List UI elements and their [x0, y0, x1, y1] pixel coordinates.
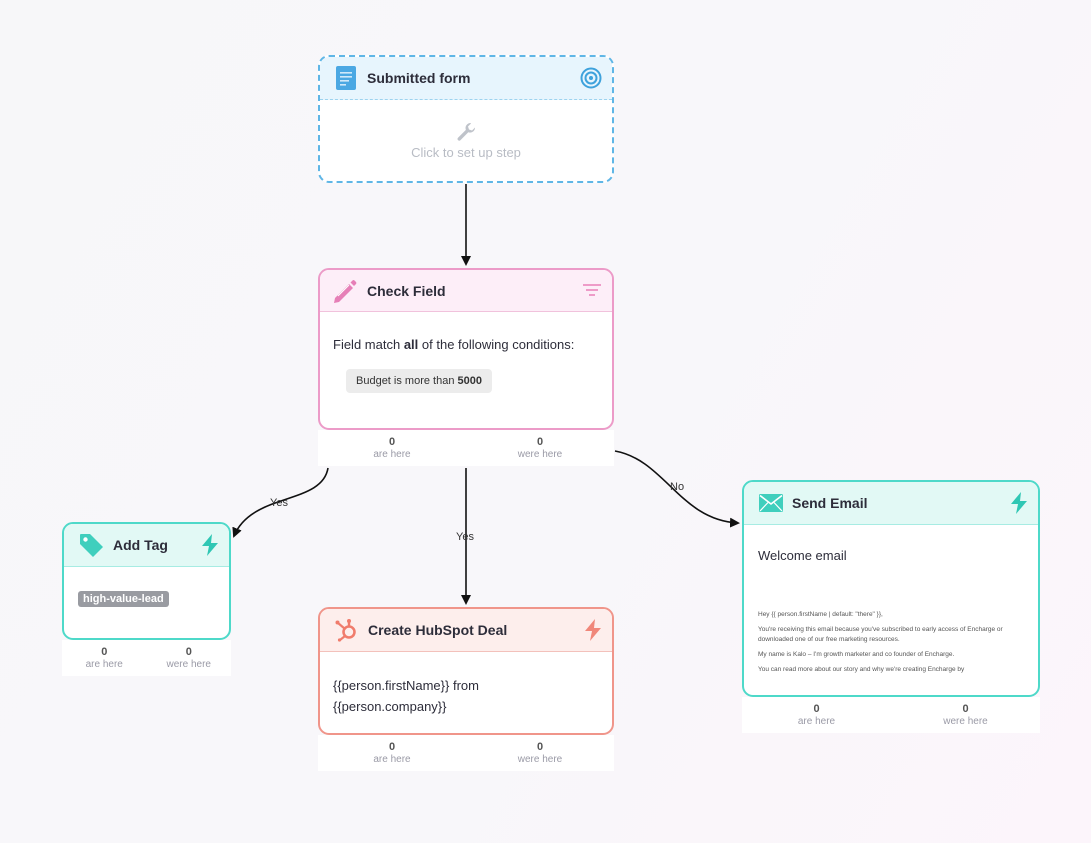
- stat-are-here: 0 are here: [62, 640, 147, 676]
- email-preview-line: You're receiving this email because you'…: [758, 626, 1003, 643]
- stat-were-here: 0 were here: [147, 640, 232, 676]
- node-title: Create HubSpot Deal: [368, 622, 508, 638]
- node-title: Send Email: [792, 495, 868, 511]
- tag-chip: high-value-lead: [78, 591, 169, 607]
- connector-check-to-email: [614, 450, 740, 528]
- check-field-stats: 0 are here 0 were here: [318, 430, 614, 466]
- node-title: Submitted form: [367, 70, 471, 86]
- hubspot-icon: [334, 618, 358, 642]
- envelope-icon: [758, 493, 784, 513]
- wrench-icon: [320, 121, 612, 143]
- add-tag-stats: 0 are here 0 were here: [62, 640, 231, 676]
- node-add-tag[interactable]: Add Tag high-value-lead: [62, 522, 231, 640]
- stat-label: were here: [166, 659, 211, 670]
- node-header: Add Tag: [64, 524, 229, 567]
- stat-count: 0: [388, 436, 396, 448]
- tag-icon: [78, 532, 104, 558]
- lightning-icon[interactable]: [1010, 492, 1028, 514]
- condition-text: Field match all of the following conditi…: [333, 337, 574, 352]
- email-preview-line: Hey {{ person.firstName | default: "ther…: [758, 611, 883, 618]
- stat-are-here: 0 are here: [742, 697, 891, 733]
- node-header: Check Field: [320, 270, 612, 312]
- node-header: Send Email: [744, 482, 1038, 525]
- stat-were-here: 0 were here: [891, 697, 1040, 733]
- rule-value: 5000: [457, 375, 482, 387]
- send-email-stats: 0 are here 0 were here: [742, 697, 1040, 733]
- email-subject: Welcome email: [758, 548, 847, 563]
- edge-label-yes-left: Yes: [270, 497, 288, 509]
- email-preview-line: You can read more about our story and wh…: [758, 666, 965, 673]
- lightning-icon[interactable]: [584, 619, 602, 641]
- target-icon[interactable]: [580, 67, 602, 89]
- email-preview: Hey {{ person.firstName | default: "ther…: [758, 610, 1026, 680]
- stat-count: 0: [185, 646, 192, 658]
- stat-count: 0: [962, 703, 969, 715]
- node-create-hubspot-deal[interactable]: Create HubSpot Deal {{person.firstName}}…: [318, 607, 614, 735]
- deal-line-1: {{person.firstName}} from: [333, 678, 479, 693]
- node-title: Add Tag: [113, 537, 168, 553]
- stat-count: 0: [813, 703, 820, 715]
- setup-step-text[interactable]: Click to set up step: [411, 145, 521, 160]
- stat-label: were here: [517, 449, 563, 460]
- pencil-icon: [332, 278, 358, 304]
- deal-name-template: {{person.firstName}} from {{person.compa…: [333, 675, 479, 717]
- stat-count: 0: [536, 741, 544, 753]
- condition-emphasis: all: [403, 337, 419, 352]
- stat-label: are here: [85, 659, 123, 670]
- node-check-field[interactable]: Check Field Field match all of the follo…: [318, 268, 614, 430]
- node-header: Submitted form: [320, 57, 612, 100]
- stat-label: are here: [373, 754, 411, 765]
- edge-label-yes-center: Yes: [456, 531, 474, 543]
- filter-icon[interactable]: [582, 282, 602, 300]
- lightning-icon[interactable]: [201, 534, 219, 556]
- node-send-email[interactable]: Send Email Welcome email Hey {{ person.f…: [742, 480, 1040, 697]
- stat-count: 0: [536, 436, 544, 448]
- condition-rule-chip: Budget is more than 5000: [346, 369, 492, 393]
- deal-line-2: {{person.company}}: [333, 699, 447, 714]
- stat-were-here: 0 were here: [466, 735, 614, 771]
- stat-label: were here: [943, 716, 988, 727]
- stat-label: were here: [517, 754, 563, 765]
- condition-suffix: of the following conditions:: [418, 337, 575, 352]
- stat-label: are here: [373, 449, 411, 460]
- hubspot-deal-stats: 0 are here 0 were here: [318, 735, 614, 771]
- edge-label-no: No: [670, 481, 685, 493]
- connector-check-to-tag: [232, 467, 329, 538]
- node-header: Create HubSpot Deal: [320, 609, 612, 652]
- stat-are-here: 0 are here: [318, 430, 466, 466]
- stat-are-here: 0 are here: [318, 735, 466, 771]
- node-title: Check Field: [367, 282, 446, 299]
- email-preview-line: My name is Kalo – I'm growth marketer an…: [758, 651, 955, 658]
- stat-count: 0: [388, 741, 396, 753]
- stat-count: 0: [101, 646, 108, 658]
- rule-text: Budget is more than: [356, 375, 458, 387]
- stat-were-here: 0 were here: [466, 430, 614, 466]
- stat-label: are here: [797, 716, 836, 727]
- form-document-icon: [335, 65, 357, 91]
- condition-prefix: Field match: [333, 337, 404, 352]
- node-submitted-form[interactable]: Submitted form Click to set up step: [318, 55, 614, 183]
